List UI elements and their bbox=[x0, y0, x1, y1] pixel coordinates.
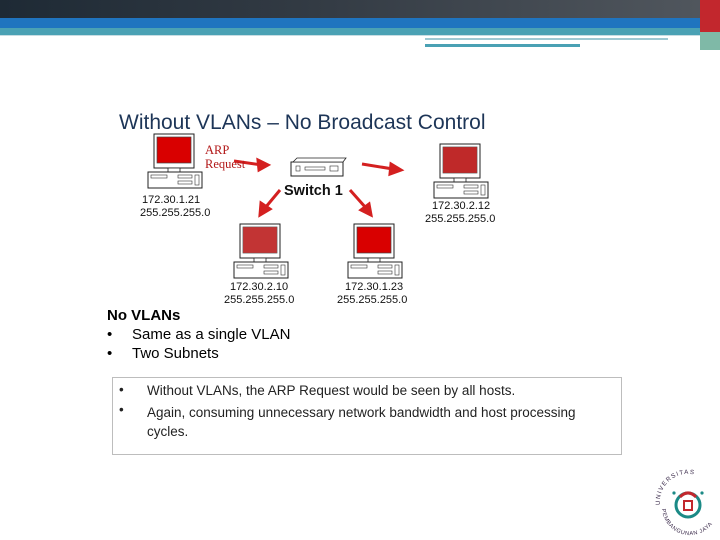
arrow-to-bottom-left-host bbox=[263, 189, 282, 209]
host-ip: 172.30.1.21 bbox=[142, 194, 200, 206]
host-pc-icon bbox=[147, 133, 203, 189]
bullet-dot: • bbox=[107, 326, 113, 343]
host-pc-icon bbox=[233, 223, 289, 279]
note-bullet: • bbox=[119, 402, 124, 417]
arrow-head bbox=[388, 161, 405, 177]
host-ip: 172.30.2.10 bbox=[230, 281, 288, 293]
header-stripe-blue bbox=[0, 18, 700, 28]
host-pc-icon bbox=[433, 143, 489, 199]
arp-label: ARP bbox=[205, 143, 229, 157]
host-ip: 172.30.2.12 bbox=[432, 200, 490, 212]
bullet-list: No VLANs • Same as a single VLAN • Two S… bbox=[107, 307, 290, 364]
note-box: • Without VLANs, the ARP Request would b… bbox=[112, 377, 622, 455]
note-bullet: • bbox=[119, 382, 124, 397]
slide-title: Without VLANs – No Broadcast Control bbox=[119, 111, 486, 134]
svg-text:PEMBANGUNAN JAYA: PEMBANGUNAN JAYA bbox=[660, 508, 714, 537]
list-item-text: Two Subnets bbox=[132, 345, 219, 362]
bullet-heading: No VLANs bbox=[107, 307, 181, 324]
arrow-to-right-host bbox=[361, 162, 394, 171]
header-accent-line-thick bbox=[425, 44, 580, 47]
host-mask: 255.255.255.0 bbox=[224, 294, 294, 306]
switch-label: Switch 1 bbox=[284, 183, 343, 199]
host-ip: 172.30.1.23 bbox=[345, 281, 403, 293]
university-seal-icon: UNIVERSITAS PEMBANGUNAN JAYA bbox=[655, 469, 714, 537]
list-item-text: Same as a single VLAN bbox=[132, 326, 291, 343]
host-pc-icon bbox=[347, 223, 403, 279]
network-diagram: ARP Request Switch 1 172.30.1.21 255.255… bbox=[140, 133, 495, 306]
header-divider bbox=[0, 35, 700, 36]
host-mask: 255.255.255.0 bbox=[425, 213, 495, 225]
list-item: • Same as a single VLAN bbox=[107, 326, 290, 345]
arrow-head bbox=[256, 157, 272, 173]
arrow-to-bottom-right-host bbox=[348, 189, 368, 209]
list-item: • Two Subnets bbox=[107, 345, 290, 364]
note-item: Again, consuming unnecessary network ban… bbox=[147, 405, 576, 439]
svg-text:UNIVERSITAS: UNIVERSITAS bbox=[655, 469, 696, 505]
bullet-dot: • bbox=[107, 345, 113, 362]
arrow-head bbox=[358, 201, 374, 218]
broadcast-arrows bbox=[233, 157, 405, 218]
host-mask: 255.255.255.0 bbox=[337, 294, 407, 306]
header-banner bbox=[0, 0, 700, 18]
header-corner-red bbox=[700, 0, 720, 32]
header-accent-line bbox=[425, 38, 668, 40]
arrow-head bbox=[258, 200, 273, 218]
header-stripe-teal bbox=[0, 28, 700, 35]
note-item: Without VLANs, the ARP Request would be … bbox=[147, 383, 516, 398]
host-mask: 255.255.255.0 bbox=[140, 207, 210, 219]
arp-label: Request bbox=[205, 157, 246, 171]
switch-icon bbox=[290, 157, 347, 177]
header-corner-green bbox=[700, 32, 720, 50]
